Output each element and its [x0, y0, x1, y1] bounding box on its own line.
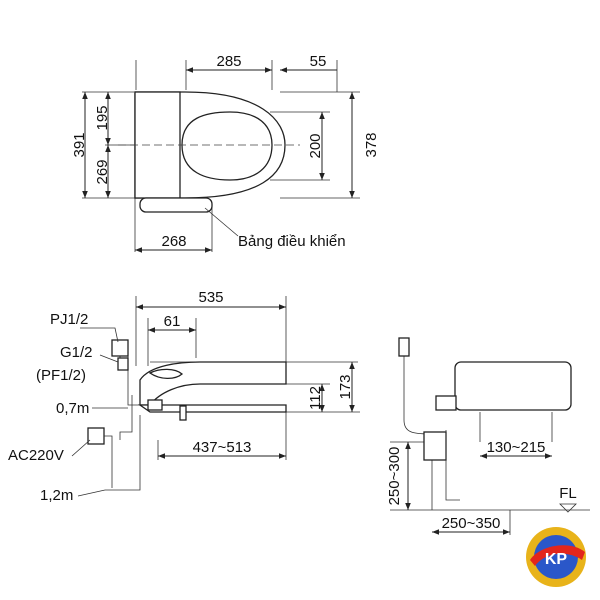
valve-box — [147, 399, 163, 411]
seat-rear — [454, 361, 572, 411]
rear-plug — [398, 337, 410, 357]
side-view: 535 61 112 173 437~513 PJ1/2 G1/2 (PF1/2… — [8, 289, 360, 504]
dim-outlet-offset: 250~350 — [442, 515, 501, 532]
seat-detail — [148, 368, 184, 380]
label-cord: 1,2m — [40, 487, 73, 504]
floor-label: FL — [559, 485, 577, 502]
dim-height-seat: 112 — [307, 386, 324, 410]
label-power: AC220V — [8, 447, 64, 464]
kp-logo: KP — [526, 527, 586, 587]
inlet-fitting — [111, 339, 129, 357]
seat-base-side — [137, 404, 287, 413]
label-pj: PJ1/2 — [50, 311, 88, 328]
seat-opening — [181, 111, 273, 181]
dim-width-seat: 285 — [216, 53, 241, 70]
dim-seat-depth: 378 — [363, 132, 380, 157]
dim-range-length: 437~513 — [193, 439, 252, 456]
plug — [87, 427, 105, 445]
remote-label: Bảng điều khiển — [238, 233, 346, 250]
dim-offset: 55 — [310, 53, 327, 70]
rear-view: 250~300 130~215 250~350 FL — [386, 337, 590, 535]
dim-outlet-height: 250~300 — [386, 447, 403, 506]
dim-inlet-offset: 61 — [164, 313, 181, 330]
dim-rear-half: 269 — [94, 159, 111, 184]
label-g: G1/2 — [60, 344, 93, 361]
rear-valve — [435, 395, 457, 411]
wall-outlet — [423, 431, 447, 461]
dim-total-length: 535 — [198, 289, 223, 306]
top-view: 285 55 391 195 269 200 378 268 Bảng điều… — [71, 53, 380, 253]
seat-side — [139, 361, 287, 406]
dim-base-width: 268 — [161, 233, 186, 250]
kp-logo-text: KP — [545, 551, 568, 568]
label-hose: 0,7m — [56, 400, 89, 417]
dim-front-half: 195 — [94, 105, 111, 130]
dim-seat-opening: 200 — [307, 133, 324, 158]
label-pf: (PF1/2) — [36, 367, 86, 384]
remote-base — [139, 197, 213, 213]
mount-bolt — [179, 405, 187, 421]
dim-height-total: 173 — [337, 374, 354, 399]
dim-total-depth: 391 — [71, 132, 88, 157]
g-fitting — [117, 357, 129, 371]
dim-span: 130~215 — [487, 439, 546, 456]
